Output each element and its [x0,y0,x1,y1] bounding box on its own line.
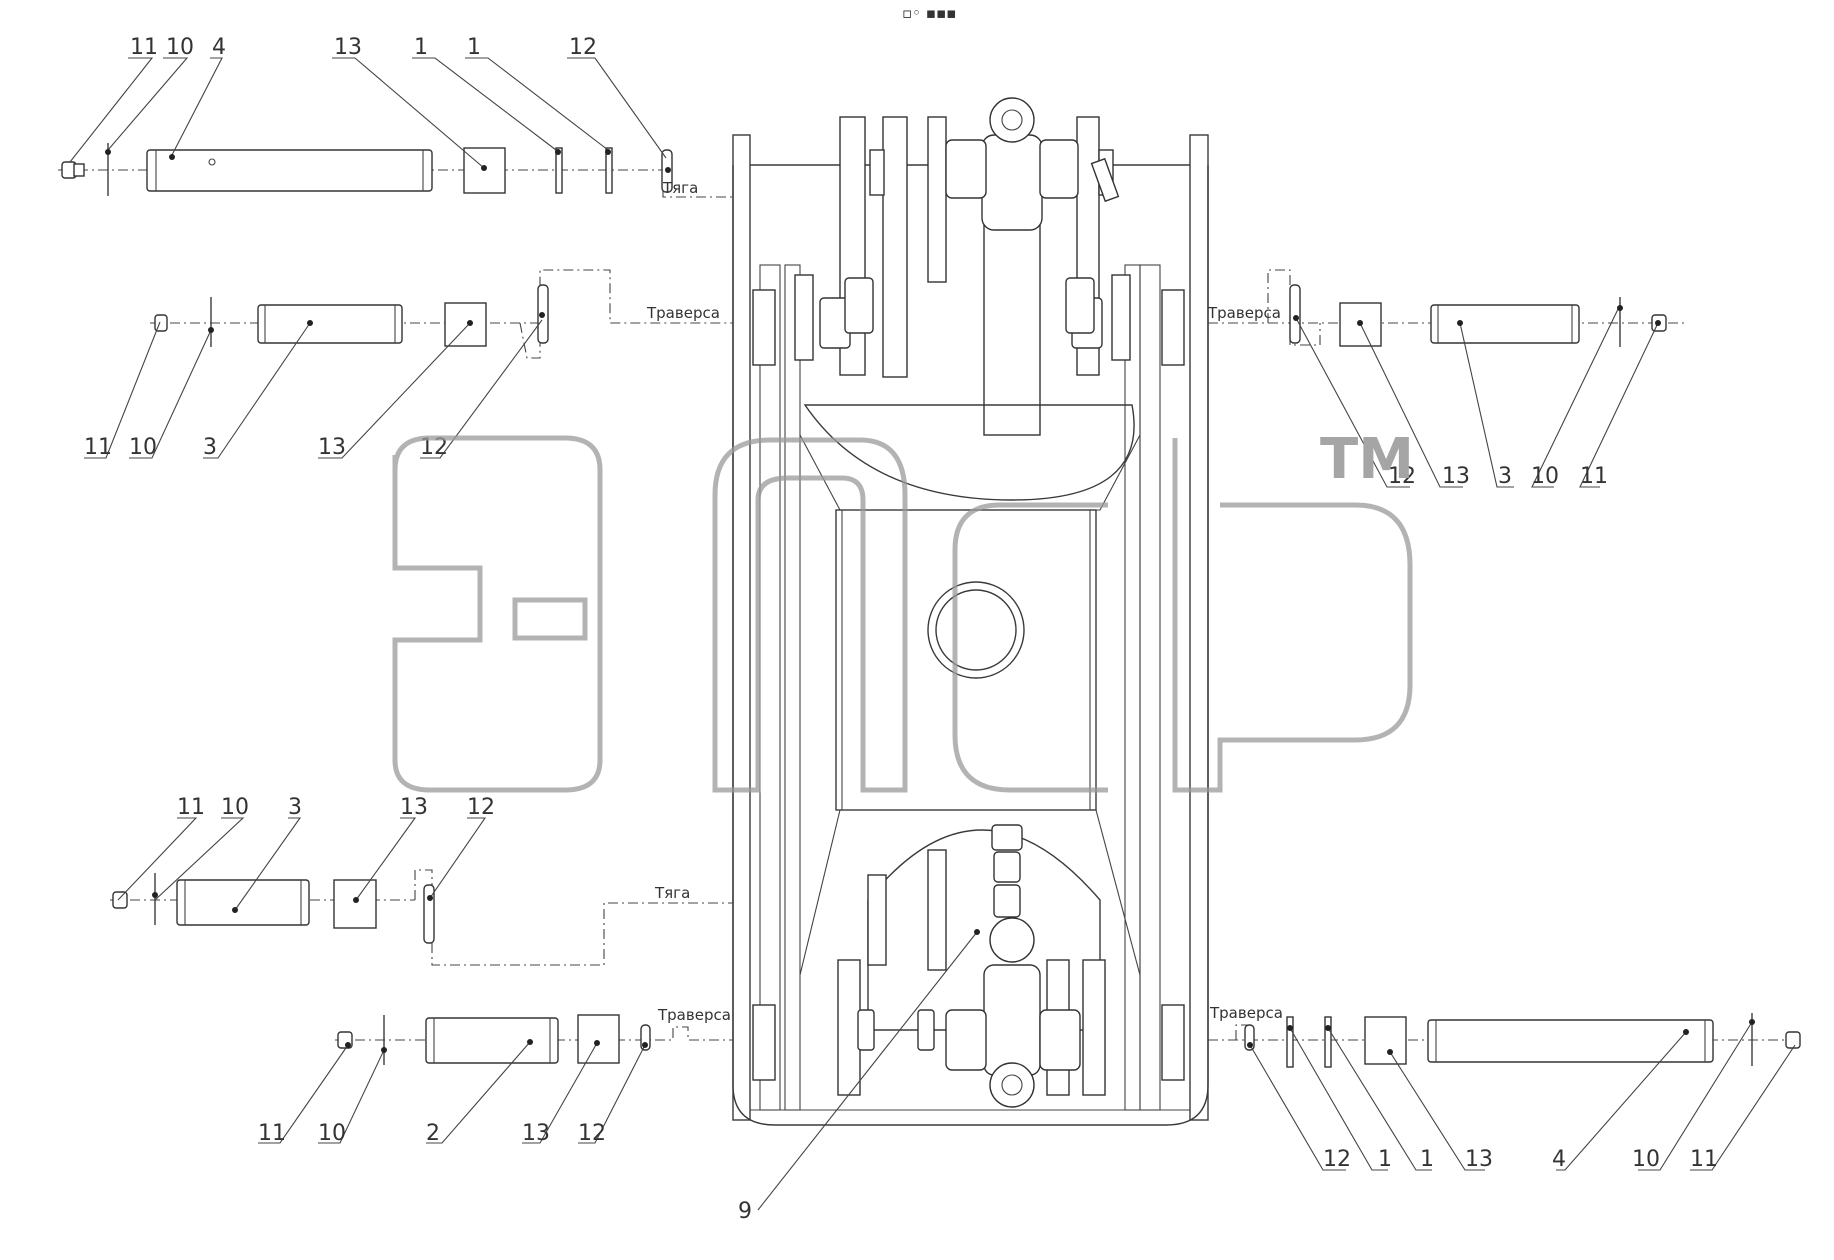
callout-br-3: 13 [1465,1147,1493,1172]
callout-mr-0: 12 [1388,464,1416,489]
callouts-bottom-right: 12 1 1 13 4 10 11 [1247,1019,1796,1172]
callout-ml-1: 10 [129,435,157,460]
callouts-lower-left: 11 10 3 13 12 [117,795,495,913]
link-label-traversa-right: Траверса [1207,304,1281,322]
pin-assembly-bottom-left [335,1014,733,1065]
link-label-traversa-bottom-left: Траверса [657,1006,731,1024]
callout-ml-2: 3 [203,435,217,460]
callout-ll-0: 11 [177,795,205,820]
callout-mr-4: 11 [1580,464,1608,489]
callouts-middle-right: 12 13 3 10 11 [1293,304,1661,489]
callout-br-4: 4 [1552,1147,1566,1172]
callout-tl-0: 11 [130,35,158,60]
callout-tl-2: 4 [212,35,226,60]
callout-mr-1: 13 [1442,464,1470,489]
callout-center: 9 [738,929,980,1224]
callout-ll-1: 10 [221,795,249,820]
callout-br-2: 1 [1420,1147,1434,1172]
callout-br-0: 12 [1323,1147,1351,1172]
watermark-tm: TM [1320,427,1414,492]
link-label-tyaga-top: Тяга [662,179,698,197]
main-frame [732,97,1209,1126]
callout-br-1: 1 [1378,1147,1392,1172]
callout-ml-3: 13 [318,435,346,460]
callouts-bottom-left: 11 10 2 13 12 [258,1039,648,1146]
callout-br-6: 11 [1690,1147,1718,1172]
pin-assembly-top-left [58,143,733,198]
link-label-traversa-bottom-right: Траверса [1209,1004,1283,1022]
callout-ml-0: 11 [84,435,112,460]
pin-assembly-lower-left [110,869,733,966]
link-label-tyaga-bottom: Тяга [654,884,690,902]
callout-br-5: 10 [1632,1147,1660,1172]
watermark-logo: TM [392,427,1414,793]
callout-bl-4: 12 [578,1121,606,1146]
callout-bl-3: 13 [522,1121,550,1146]
pin-assembly-middle-left [150,269,733,359]
callout-tl-4: 1 [414,35,428,60]
callout-mr-3: 10 [1531,464,1559,489]
callout-tl-6: 12 [569,35,597,60]
callout-bl-2: 2 [426,1121,440,1146]
callout-center-9: 9 [738,1199,752,1224]
link-label-traversa-left: Траверса [646,304,720,322]
callout-tl-3: 13 [334,35,362,60]
callout-tl-1: 10 [166,35,194,60]
callout-bl-0: 11 [258,1121,286,1146]
callout-mr-2: 3 [1498,464,1512,489]
callout-bl-1: 10 [318,1121,346,1146]
header-mark: ▫◦ ▪▪▪ [902,4,956,22]
callout-ll-2: 3 [288,795,302,820]
callout-ll-3: 13 [400,795,428,820]
callout-tl-5: 1 [467,35,481,60]
pin-assembly-middle-right [1208,269,1685,347]
callouts-top-left: 11 10 4 13 1 1 12 [69,35,671,173]
callout-ll-4: 12 [467,795,495,820]
